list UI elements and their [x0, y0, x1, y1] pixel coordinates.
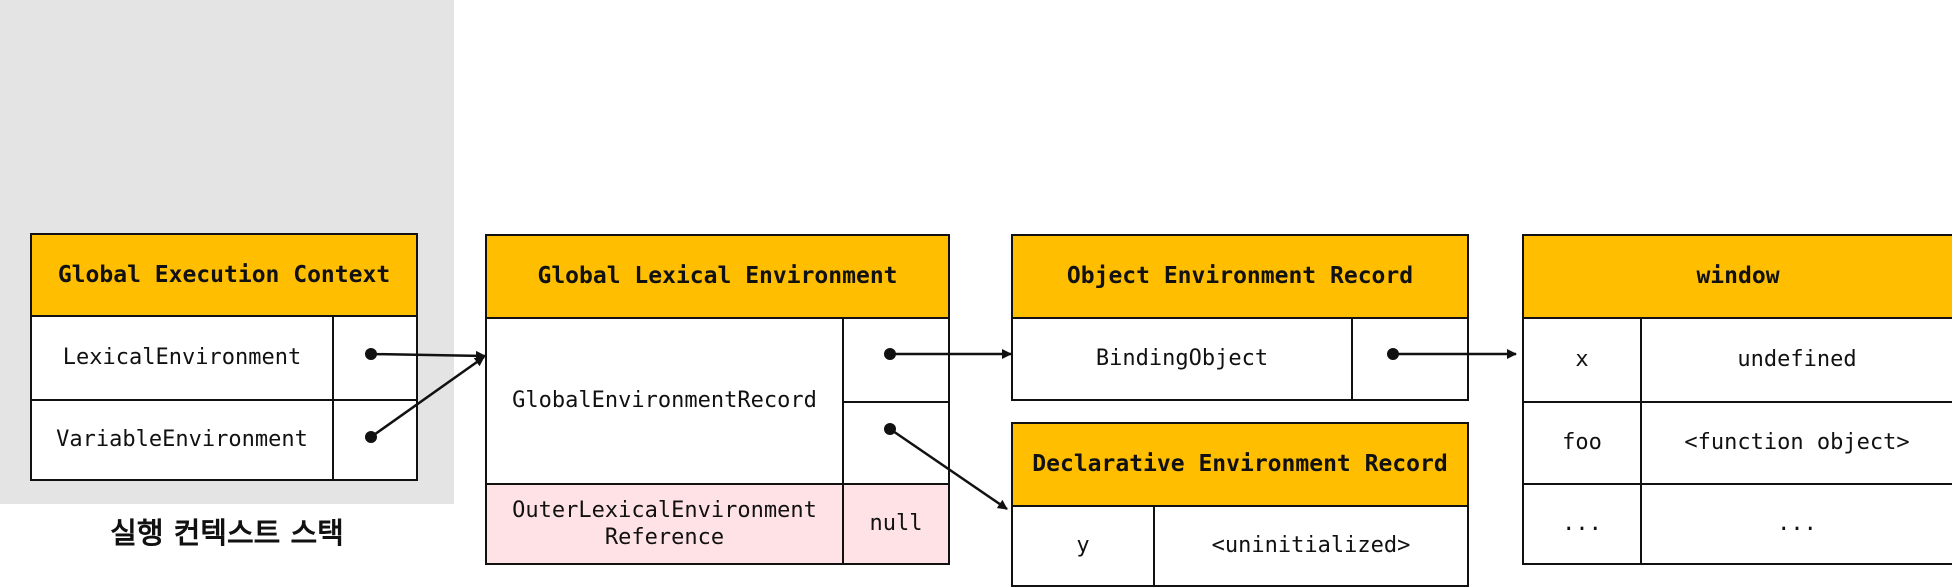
gec-lexical-environment-pointer-cell [332, 317, 416, 399]
window-row-key: x [1575, 347, 1589, 373]
oer-title: Object Environment Record [1013, 236, 1467, 319]
global-lexical-environment-box: Global Lexical Environment GlobalEnviron… [485, 234, 950, 565]
oer-binding-object-label: BindingObject [1095, 346, 1269, 372]
global-execution-context-box: Global Execution Context LexicalEnvironm… [30, 233, 418, 481]
der-binding-value: <uninitialized> [1153, 507, 1467, 585]
gle-outer-reference-label: OuterLexicalEnvironment Reference [487, 483, 842, 563]
gle-outer-reference-value: null [842, 483, 948, 563]
gle-global-environment-record-label: GlobalEnvironmentRecord [512, 388, 817, 414]
window-row-key: foo [1524, 401, 1640, 483]
gle-title: Global Lexical Environment [487, 236, 948, 319]
gec-title: Global Execution Context [32, 235, 416, 317]
window-row-key: ... [1524, 483, 1640, 563]
window-row-value: undefined [1640, 319, 1952, 401]
arrow-variable-env-to-gle [365, 355, 485, 443]
gec-variable-environment-label: VariableEnvironment [32, 399, 332, 479]
gec-lexical-environment-label: LexicalEnvironment [62, 345, 302, 371]
object-environment-record-box: Object Environment Record BindingObject [1011, 234, 1469, 401]
der-title: Declarative Environment Record [1013, 424, 1467, 507]
arrow-lexical-env-to-gle [365, 348, 486, 361]
window-row-value: <function object> [1640, 401, 1952, 483]
der-binding-key: y [1076, 533, 1090, 559]
gle-object-record-pointer-cell [842, 319, 948, 401]
window-object-box: window x undefined foo <function object>… [1522, 234, 1952, 565]
arrow-to-object-record [884, 348, 1012, 360]
arrow-binding-object-to-window [1387, 348, 1517, 360]
declarative-environment-record-box: Declarative Environment Record y <uninit… [1011, 422, 1469, 587]
gec-variable-environment-pointer-cell [332, 399, 416, 479]
gle-declarative-record-pointer-cell [842, 401, 948, 483]
window-title: window [1524, 236, 1952, 319]
execution-context-stack-label: 실행 컨텍스트 스택 [110, 516, 344, 550]
window-row-value: ... [1640, 483, 1952, 563]
arrow-to-declarative-record [884, 423, 1008, 511]
oer-binding-object-pointer-cell [1351, 319, 1467, 399]
